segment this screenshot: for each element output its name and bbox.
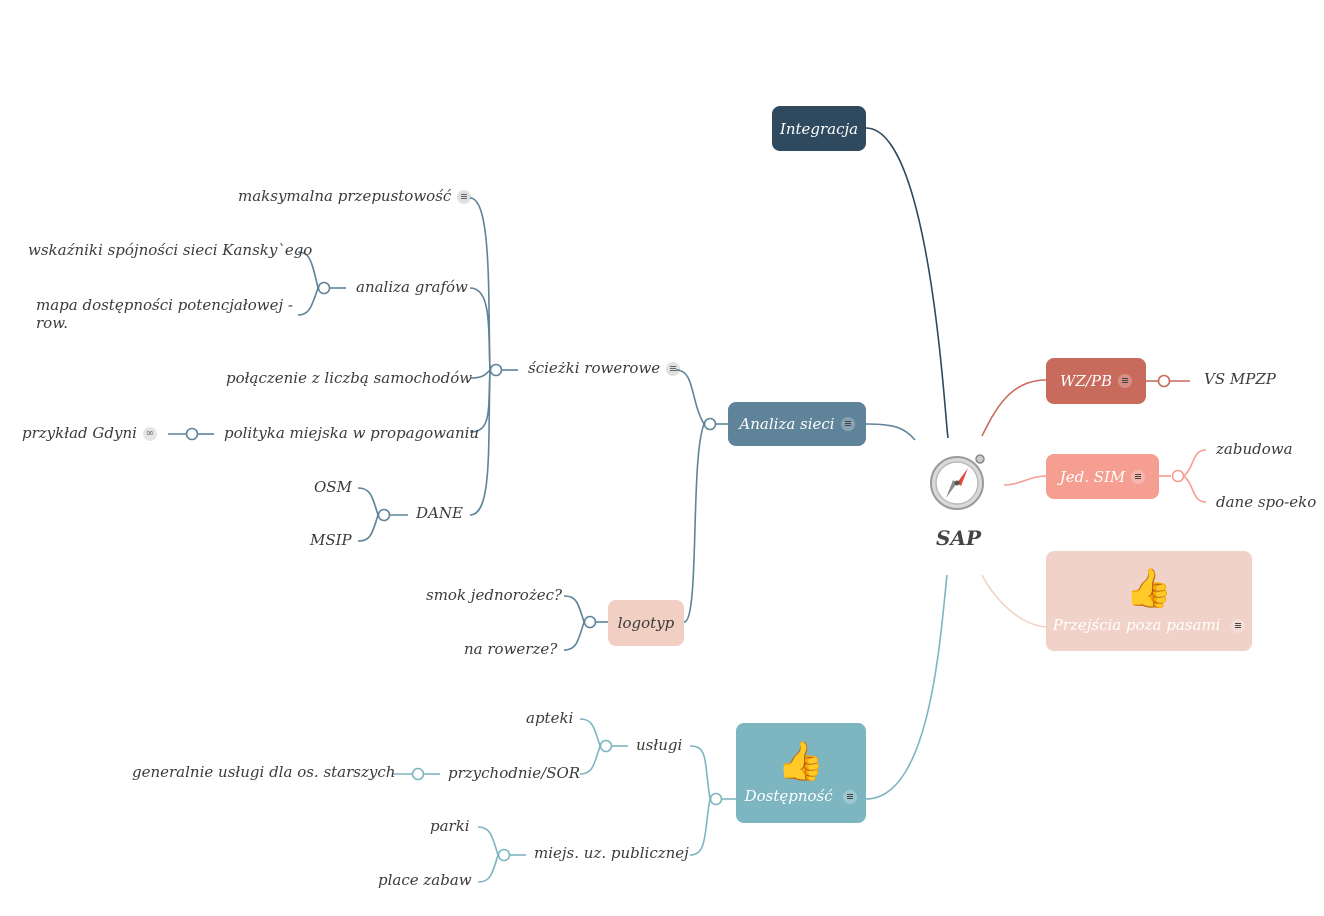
root-title: SAP — [936, 526, 981, 550]
thumbs-up-icon: 👍 — [777, 739, 825, 783]
link-icon[interactable]: ∞ — [142, 427, 157, 441]
topic-wzpb[interactable]: WZ/PB — [1046, 358, 1146, 404]
topic-przejscia[interactable]: 👍 Przejścia poza pasami — [1046, 551, 1252, 651]
item-generalnie[interactable]: generalnie usługi dla os. starszych — [132, 763, 396, 781]
item-msip[interactable]: MSIP — [310, 531, 352, 549]
item-polaczenie[interactable]: połączenie z liczbą samochodów — [226, 369, 473, 387]
topic-integracja-label: Integracja — [779, 119, 859, 138]
topic-jed-sim[interactable]: Jed. SIM — [1046, 454, 1159, 499]
note-icon[interactable] — [666, 362, 681, 376]
note-icon[interactable] — [1118, 374, 1132, 388]
topic-wzpb-label: WZ/PB — [1059, 372, 1112, 390]
subtopic-zabudowa[interactable]: zabudowa — [1216, 440, 1293, 458]
note-icon[interactable] — [457, 190, 472, 204]
item-przyklad-gdyni[interactable]: przykład Gdyni ∞ — [22, 424, 157, 442]
item-wskazniki[interactable]: wskaźniki spójności sieci Kansky`ego — [28, 241, 313, 259]
item-maksymalna-label: maksymalna przepustowość — [238, 187, 452, 205]
item-dane[interactable]: DANE — [416, 504, 463, 522]
item-przyklad-label: przykład Gdyni — [22, 424, 137, 442]
compass-icon — [930, 454, 985, 510]
item-polityka[interactable]: polityka miejska w propagowaniu — [224, 424, 480, 442]
item-parki[interactable]: parki — [430, 817, 470, 835]
topic-analiza-sieci[interactable]: Analiza sieci — [728, 402, 866, 446]
topic-dostepnosc-label-row: Dostępność — [745, 787, 858, 805]
item-mapa-dostepnosci[interactable]: mapa dostępności potencjałowej - row. — [36, 296, 293, 332]
item-osm[interactable]: OSM — [314, 478, 352, 496]
subtopic-dane-spo-eko[interactable]: dane spo-eko — [1216, 493, 1317, 511]
note-icon[interactable] — [1231, 619, 1246, 633]
note-icon[interactable] — [843, 790, 858, 804]
root-node[interactable]: SAP — [922, 450, 992, 560]
subtopic-logotyp[interactable]: logotyp — [608, 600, 684, 646]
subtopic-sciezki-label: ścieżki rowerowe — [528, 359, 661, 377]
topic-analiza-sieci-label: Analiza sieci — [739, 415, 835, 433]
note-icon[interactable] — [1131, 469, 1146, 484]
subtopic-vs-mpzp[interactable]: VS MPZP — [1204, 370, 1276, 388]
item-przychodnie[interactable]: przychodnie/SOR — [448, 764, 581, 782]
topic-przejscia-label: Przejścia poza pasami — [1052, 616, 1221, 634]
subtopic-miejs[interactable]: miejs. uz. publicznej — [534, 844, 689, 862]
subtopic-sciezki-rowerowe[interactable]: ścieżki rowerowe — [528, 359, 681, 377]
subtopic-uslugi[interactable]: usługi — [636, 736, 683, 754]
item-na-rowerze[interactable]: na rowerze? — [464, 640, 558, 658]
note-icon[interactable] — [840, 417, 855, 431]
thumbs-up-icon: 👍 — [1125, 566, 1173, 610]
item-maksymalna-przepustowosc[interactable]: maksymalna przepustowość — [238, 187, 472, 205]
topic-jed-sim-label: Jed. SIM — [1059, 467, 1126, 486]
item-apteki[interactable]: apteki — [526, 709, 574, 727]
topic-przejscia-label-row: Przejścia poza pasami — [1053, 616, 1246, 634]
subtopic-logotyp-label: logotyp — [617, 614, 675, 632]
item-analiza-grafow[interactable]: analiza grafów — [356, 278, 468, 296]
item-mapa-line1: mapa dostępności potencjałowej - — [36, 296, 293, 314]
topic-integracja[interactable]: Integracja — [772, 106, 866, 151]
item-mapa-line2: row. — [36, 314, 69, 332]
item-smok[interactable]: smok jednorożec? — [426, 586, 563, 604]
topic-dostepnosc[interactable]: 👍 Dostępność — [736, 723, 866, 823]
topic-dostepnosc-label: Dostępność — [744, 787, 833, 805]
item-place-zabaw[interactable]: place zabaw — [378, 871, 472, 889]
